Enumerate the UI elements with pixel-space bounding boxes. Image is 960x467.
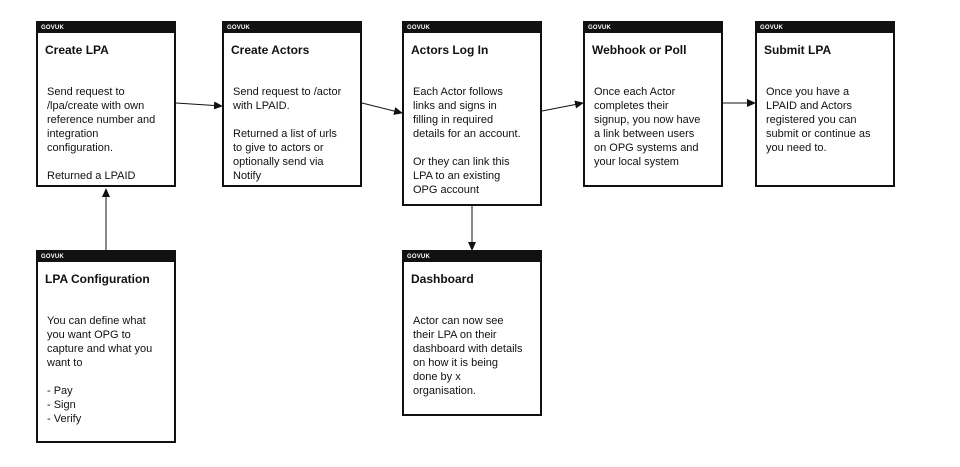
govuk-badge: GOVUK: [38, 252, 174, 262]
card-body: Send request to /lpa/create with own ref…: [47, 86, 156, 182]
govuk-badge: GOVUK: [757, 23, 893, 33]
govuk-badge: GOVUK: [38, 23, 174, 33]
card-create-actors: GOVUK Create Actors Send request to /act…: [222, 21, 362, 187]
card-title: Create Actors: [231, 43, 310, 57]
card-body: Once each Actor completes their signup, …: [594, 86, 701, 168]
govuk-badge: GOVUK: [404, 252, 540, 262]
card-title: Create LPA: [45, 43, 109, 57]
card-body: You can define what you want OPG to capt…: [47, 315, 153, 425]
card-lpa-configuration: GOVUK LPA Configuration You can define w…: [36, 250, 176, 443]
card-title: LPA Configuration: [45, 272, 150, 286]
card-submit-lpa: GOVUK Submit LPA Once you have a LPAID a…: [755, 21, 895, 187]
arrow-create-lpa-to-create-actors: [175, 101, 223, 110]
card-body: Actor can now see their LPA on their das…: [413, 315, 523, 397]
card-title: Submit LPA: [764, 43, 832, 57]
card-webhook-or-poll: GOVUK Webhook or Poll Once each Actor co…: [583, 21, 723, 187]
card-create-lpa: GOVUK Create LPA Send request to /lpa/cr…: [36, 21, 176, 187]
govuk-badge: GOVUK: [585, 23, 721, 33]
card-body: Once you have a LPAID and Actors registe…: [766, 86, 871, 154]
card-body: Send request to /actor with LPAID. Retur…: [233, 86, 342, 182]
arrow-actors-log-in-to-webhook: [541, 100, 584, 112]
card-title: Actors Log In: [411, 43, 489, 57]
arrow-create-actors-to-actors-log-in: [361, 102, 403, 115]
card-dashboard: GOVUK Dashboard Actor can now see their …: [402, 250, 542, 416]
card-body: Each Actor follows links and signs in fi…: [413, 86, 521, 196]
card-title: Dashboard: [411, 272, 474, 286]
card-actors-log-in: GOVUK Actors Log In Each Actor follows l…: [402, 21, 542, 206]
card-title: Webhook or Poll: [592, 43, 687, 57]
govuk-badge: GOVUK: [404, 23, 540, 33]
govuk-badge: GOVUK: [224, 23, 360, 33]
